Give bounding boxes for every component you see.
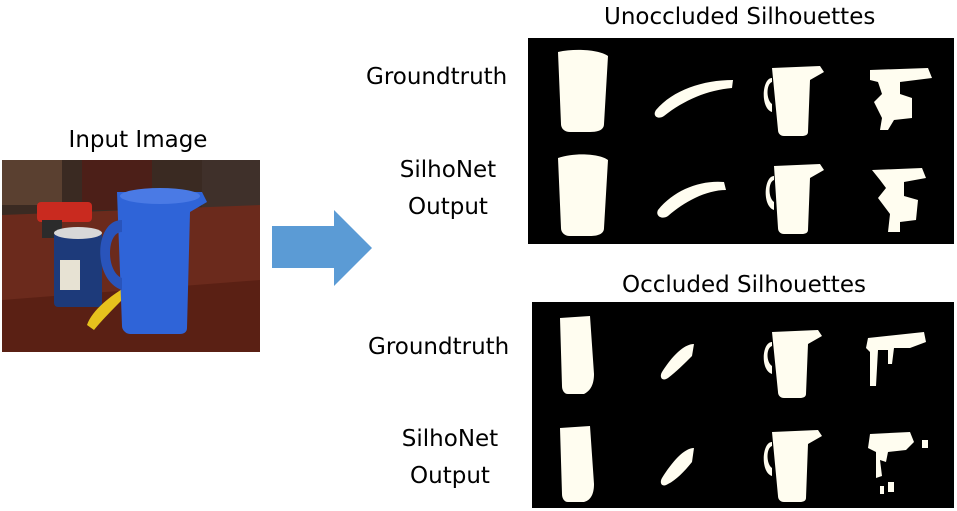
occluded-silhonet-label-2: Output bbox=[410, 463, 490, 489]
input-image bbox=[2, 160, 260, 352]
unoccluded-silhonet-label-1: SilhoNet bbox=[399, 157, 497, 183]
cup-silhouette bbox=[558, 49, 608, 133]
occluded-silhouettes-panel bbox=[532, 302, 954, 508]
occluded-groundtruth-label: Groundtruth bbox=[368, 334, 510, 360]
pitcher-silhouette bbox=[763, 66, 824, 136]
unoccluded-title: Unoccluded Silhouettes bbox=[604, 4, 876, 30]
occluded-title: Occluded Silhouettes bbox=[622, 272, 866, 298]
right-arrow-icon bbox=[272, 210, 374, 290]
input-image-title: Input Image bbox=[68, 127, 208, 153]
unoccluded-silhouettes-panel bbox=[528, 38, 954, 244]
unoccluded-groundtruth-label: Groundtruth bbox=[366, 64, 508, 90]
unoccluded-silhonet-label-2: Output bbox=[408, 194, 488, 220]
banana-silhouette bbox=[654, 80, 733, 118]
drill-silhouette bbox=[870, 68, 932, 130]
occluded-silhonet-label-1: SilhoNet bbox=[401, 426, 499, 452]
